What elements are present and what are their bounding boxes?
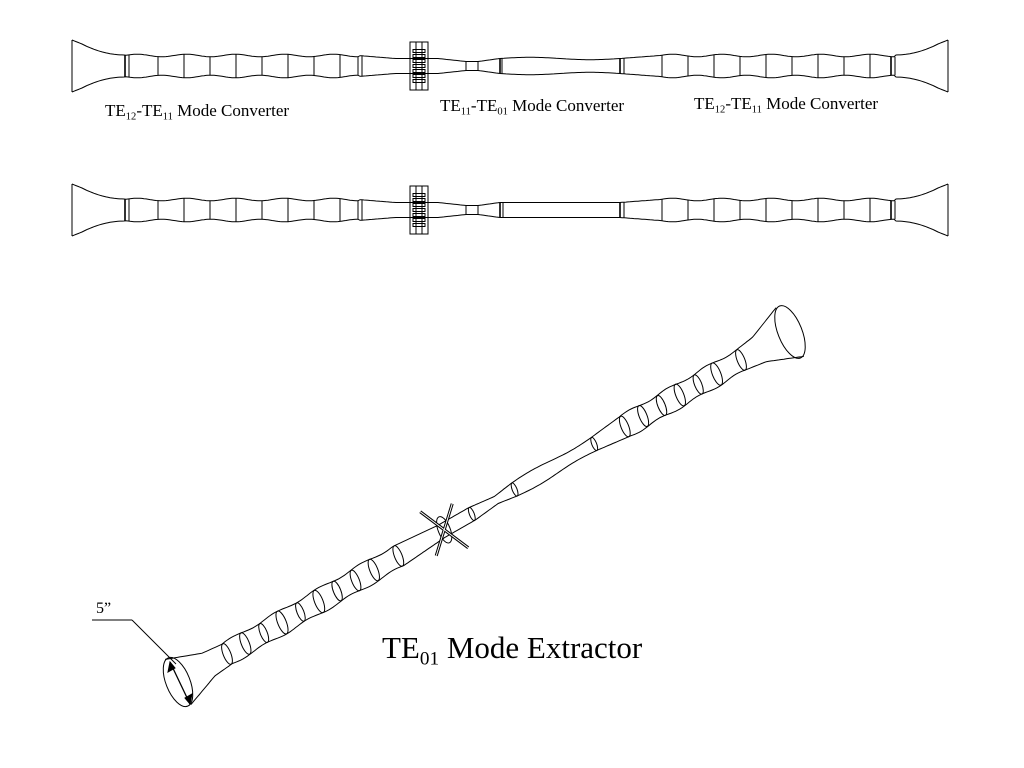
flange-bolt bbox=[412, 193, 426, 197]
extractor-ring bbox=[637, 404, 650, 428]
flange-bolt bbox=[412, 208, 426, 212]
flange-bolt bbox=[412, 74, 426, 78]
flange-bolt bbox=[412, 49, 426, 53]
dimension-leader bbox=[131, 619, 177, 665]
extractor-ring bbox=[312, 589, 326, 614]
extractor-ring bbox=[275, 610, 289, 635]
flange-bolt bbox=[412, 64, 426, 68]
converter-label-left: TE12-TE11 Mode Converter bbox=[105, 101, 290, 123]
dimension-label: 5” bbox=[96, 600, 112, 617]
extractor-ring bbox=[710, 362, 723, 386]
flange-bolt bbox=[412, 213, 426, 217]
extractor-ring bbox=[590, 436, 599, 452]
converter-label-middle: TE11-TE01 Mode Converter bbox=[440, 96, 625, 118]
flange-bolt bbox=[412, 54, 426, 58]
flange-plate bbox=[409, 41, 429, 91]
extractor-ring bbox=[239, 632, 252, 655]
waveguide-bottom-edge bbox=[71, 70, 949, 93]
flange-bolt bbox=[412, 198, 426, 202]
mode-extractor-isometric bbox=[162, 305, 806, 708]
converter-label-right: TE12-TE11 Mode Converter bbox=[694, 94, 879, 116]
flange-bolt bbox=[412, 59, 426, 63]
extractor-ring bbox=[258, 623, 270, 643]
flange-plate bbox=[409, 185, 429, 235]
extractor-ring bbox=[510, 482, 519, 497]
extractor-ring bbox=[295, 602, 306, 622]
extractor-ring bbox=[392, 545, 405, 567]
extractor-ring bbox=[467, 506, 476, 522]
dimension-arrowhead bbox=[167, 660, 176, 673]
diameter-dimension bbox=[92, 619, 193, 706]
waveguide-top-edge bbox=[71, 39, 949, 62]
extractor-port-front bbox=[162, 656, 194, 708]
flange-bolt bbox=[412, 218, 426, 222]
flange-bolt bbox=[412, 69, 426, 73]
waveguide-top-edge bbox=[71, 183, 949, 206]
extractor-ring bbox=[367, 558, 380, 582]
waveguide-bottom-edge bbox=[71, 214, 949, 237]
waveguide-assembly-straight bbox=[71, 183, 949, 237]
extractor-flange-arm-inner bbox=[435, 503, 453, 556]
flange-bolt bbox=[412, 79, 426, 83]
extractor-port-back bbox=[774, 305, 806, 359]
extractor-ring bbox=[673, 383, 686, 407]
extractor-edge-b bbox=[165, 307, 777, 660]
waveguide-assembly-converters bbox=[71, 39, 949, 93]
extractor-ring bbox=[735, 349, 747, 371]
flange-bolt bbox=[412, 223, 426, 227]
extractor-ring bbox=[655, 395, 668, 416]
extractor-ring bbox=[692, 374, 704, 395]
extractor-ring bbox=[618, 415, 631, 438]
extractor-flange bbox=[436, 516, 453, 544]
extractor-ring bbox=[221, 643, 233, 665]
extractor-title: TE01 Mode Extractor bbox=[382, 630, 643, 670]
extractor-ring bbox=[331, 580, 343, 602]
flange-bolt bbox=[412, 203, 426, 207]
dimension-arrowhead bbox=[184, 693, 193, 706]
extractor-ring bbox=[349, 569, 362, 592]
